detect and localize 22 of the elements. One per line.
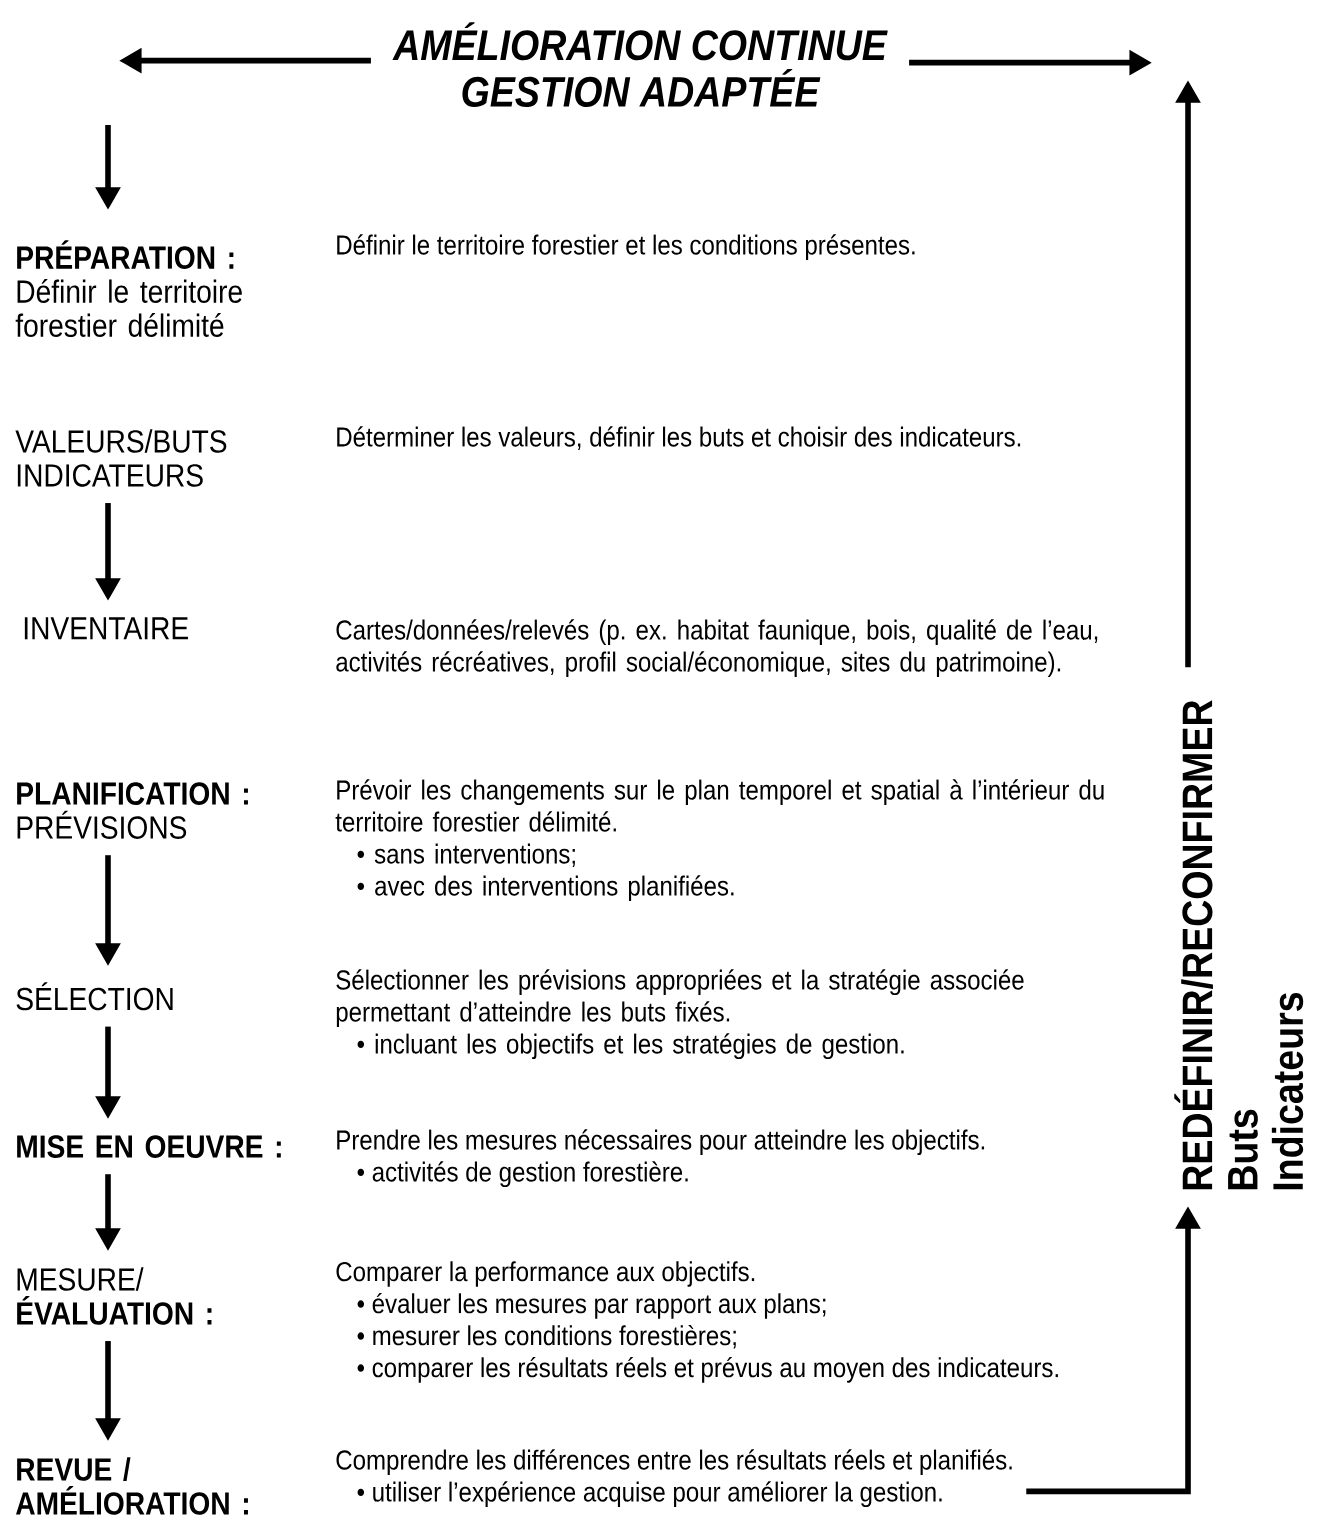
stage-label: MESURE/ ÉVALUATION : xyxy=(17,1267,212,1325)
stage-label: INVENTAIRE xyxy=(24,617,188,640)
stage-label: SÉLECTION xyxy=(16,982,173,1011)
step-description: Déterminer les valeurs, définir les buts et choisir des indicateurs. xyxy=(337,426,1021,450)
stage-label: VALEURS/BUTS INDICATEURS xyxy=(15,429,227,487)
stage-label: REVUE / AMÉLIORATION : xyxy=(16,1457,248,1515)
stage-label: PRÉPARATION : Définir le territoire forestier délimité xyxy=(15,240,242,337)
step-description: Prévoir les changements sur le plan temporel et spatial à l’intérieur du territoire forestier délimité. • sans interventions; • avec des interventions planifiées. xyxy=(335,779,1104,902)
node-label: • comparer les résultats réels et prévus au moyen des indicateurs. xyxy=(357,1356,1058,1383)
step-description: Comparer la performance aux objectifs. • évaluer les mesures par rapport aux plans; • mesurer les conditions forestières; • comparer les résultats réels et prévus au moyen des indicateurs. xyxy=(336,1261,1058,1383)
step-description: Prendre les mesures nécessaires pour atteindre les objectifs. • activités de gestion forestière. xyxy=(337,1129,985,1188)
heading: AMÉLIORATION CONTINUE GESTION ADAPTÉE xyxy=(392,22,888,107)
node-label: Comparer la performance aux objectifs. xyxy=(336,1261,755,1287)
step-description: Cartes/données/relevés (p. ex. habitat faunique, bois, qualité de l’eau, activités récréatives, profil social/économique, sites du patrimoine). xyxy=(336,619,1098,678)
rotated-label: REDÉFINIR/RECONFIRMER Buts Indicateurs xyxy=(1174,700,1304,1190)
node-label: • mesurer les conditions forestières; xyxy=(357,1324,736,1349)
stage-label: MISE EN OEUVRE : xyxy=(17,1135,281,1158)
step-description: Sélectionner les prévisions appropriées et la stratégie associée permettant d’atteindre les buts fixés. • incluant les objectifs et les stratégies de gestion. xyxy=(336,969,1024,1060)
node-label: • évaluer les mesures par rapport aux plans; xyxy=(357,1292,826,1319)
stage-label: PLANIFICATION : PRÉVISIONS xyxy=(17,782,248,839)
step-description: Définir le territoire forestier et les conditions présentes. xyxy=(337,234,915,261)
step-description: Comprendre les différences entre les résultats réels et planifiés. • utiliser l’expérience acquise pour améliorer la gestion. xyxy=(336,1449,1012,1508)
